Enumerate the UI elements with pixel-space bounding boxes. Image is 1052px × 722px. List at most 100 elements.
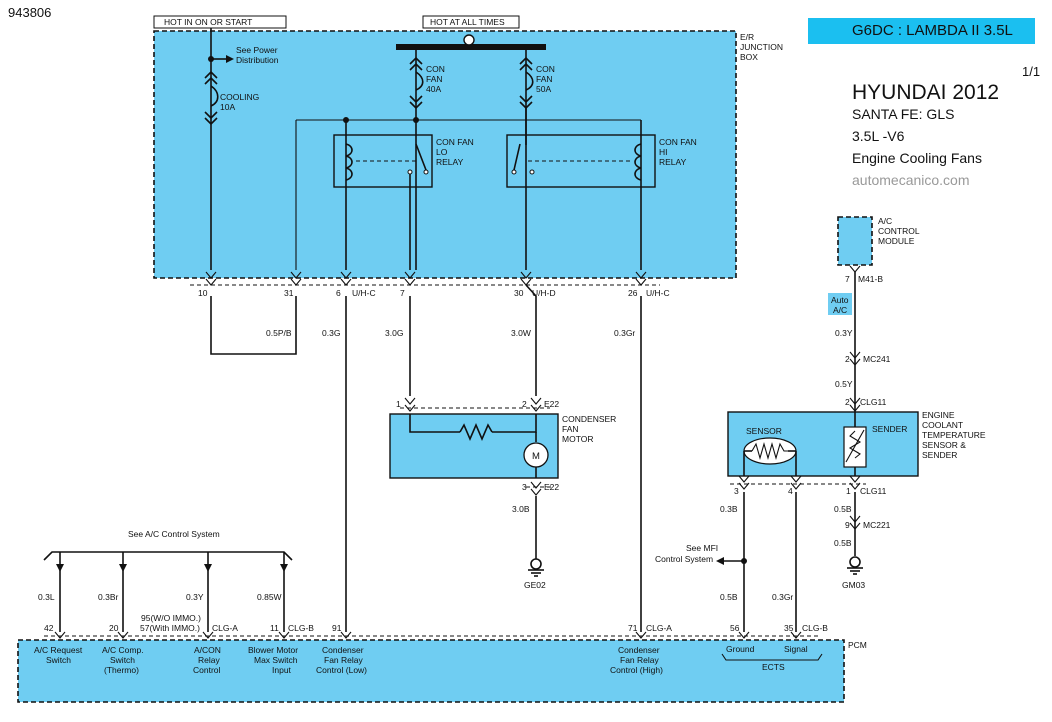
wire-03b-label: 0.3B bbox=[720, 504, 738, 514]
pcm-pin-95-label-1: 95(W/O IMMO.) bbox=[141, 613, 201, 623]
pcm-connector-chevrons bbox=[54, 631, 802, 639]
lo-relay-label-2: LO bbox=[436, 147, 448, 157]
auto-ac-tag bbox=[828, 293, 852, 315]
ects-bracket bbox=[721, 653, 823, 661]
con-fan-50a-label-1: CON bbox=[536, 64, 555, 74]
lo-relay-label-3: RELAY bbox=[436, 157, 464, 167]
condenser-motor-label-3: MOTOR bbox=[562, 434, 593, 444]
sensor-label: SENSOR bbox=[746, 426, 782, 436]
pin-30-label: 30 bbox=[514, 288, 524, 298]
wire-30w-label: 3.0W bbox=[511, 328, 531, 338]
ground-ge02-icon bbox=[528, 558, 544, 577]
mc241-label: MC241 bbox=[863, 354, 891, 364]
pcm-cond-low-label-3: Control (Low) bbox=[316, 665, 367, 675]
pcm-pin-35-label: 35 bbox=[784, 623, 794, 633]
lo-relay-label-1: CON FAN bbox=[436, 137, 474, 147]
mc221-pin-label: 9 bbox=[845, 520, 850, 530]
ect-pin-3-label: 3 bbox=[734, 486, 739, 496]
title-system: Engine Cooling Fans bbox=[852, 150, 982, 166]
see-mfi-label-2: Control System bbox=[655, 554, 713, 564]
condenser-connector-bottom-label: E22 bbox=[544, 482, 559, 492]
pin-10-label: 10 bbox=[198, 288, 208, 298]
engine-badge: G6DC : LAMBDA II 3.5L bbox=[808, 18, 1035, 44]
condenser-pin-3-label: 3 bbox=[522, 482, 527, 492]
pcm-blower-label-1: Blower Motor bbox=[248, 645, 298, 655]
condenser-connector-top-label: E22 bbox=[544, 399, 559, 409]
pin-26-connector-label: U/H-C bbox=[646, 288, 670, 298]
con-fan-50a-label-2: FAN bbox=[536, 74, 553, 84]
clg11-top-label: CLG11 bbox=[860, 397, 887, 407]
ect-pin-4-label: 4 bbox=[788, 486, 793, 496]
pcm-label: PCM bbox=[848, 640, 867, 650]
hot-on-start-box bbox=[153, 15, 287, 29]
lo-relay-coil-icon bbox=[345, 143, 353, 181]
ac-control-module bbox=[837, 216, 873, 266]
pcm-ects-label: ECTS bbox=[762, 662, 785, 672]
pin-31-label: 31 bbox=[284, 288, 294, 298]
wire-03br-label: 0.3Br bbox=[98, 592, 118, 602]
pcm-ac-comp-label-1: A/C Comp. bbox=[102, 645, 144, 655]
auto-ac-label-1: Auto bbox=[831, 295, 849, 305]
mc241-pin-label: 2 bbox=[845, 354, 850, 364]
hot-on-start-label: HOT IN ON OR START bbox=[164, 17, 252, 27]
con-fan-hi-relay bbox=[506, 134, 656, 188]
cooling-fuse-label-2: 10A bbox=[220, 102, 235, 112]
pcm-cond-high-label-3: Control (High) bbox=[610, 665, 663, 675]
title-model: SANTA FE: GLS bbox=[852, 106, 955, 122]
pcm-pin-95-label-2: 57(With IMMO.) bbox=[140, 623, 200, 633]
ac-module-pin-7-label: 7 bbox=[845, 274, 850, 284]
ect-label-3: TEMPERATURE bbox=[922, 430, 986, 440]
con-fan-40a-label-1: CON bbox=[426, 64, 445, 74]
condenser-motor-label-2: FAN bbox=[562, 424, 579, 434]
wire-05b-a-label: 0.5B bbox=[834, 504, 852, 514]
engine-badge-text: G6DC : LAMBDA II 3.5L bbox=[852, 22, 1013, 39]
ground-gm03-icon bbox=[847, 556, 863, 575]
ect-label-2: COOLANT bbox=[922, 420, 963, 430]
pcm-box bbox=[17, 639, 845, 703]
clg11-bottom-label: CLG11 bbox=[860, 486, 887, 496]
pin-6-connector-label: U/H-C bbox=[352, 288, 376, 298]
ground-ge02-label: GE02 bbox=[524, 580, 546, 590]
pcm-clgb-1-label: CLG-B bbox=[288, 623, 314, 633]
ac-module-connector-label: M41-B bbox=[858, 274, 883, 284]
condenser-motor-label-1: CONDENSER bbox=[562, 414, 616, 424]
pcm-blower-label-2: Max Switch bbox=[254, 655, 298, 665]
wire-03y-label: 0.3Y bbox=[835, 328, 853, 338]
pcm-ac-comp-label-3: (Thermo) bbox=[104, 665, 139, 675]
ect-label-1: ENGINE bbox=[922, 410, 955, 420]
con-fan-40a-label-3: 40A bbox=[426, 84, 441, 94]
junction-box-label-2: JUNCTION bbox=[740, 42, 783, 52]
see-power-label-2: Distribution bbox=[236, 55, 279, 65]
ect-label-4: SENSOR & bbox=[922, 440, 966, 450]
cooling-fuse-label-1: COOLING bbox=[220, 92, 259, 102]
see-mfi-label-1: See MFI bbox=[686, 543, 718, 553]
hot-all-times-box bbox=[422, 15, 520, 29]
busbar bbox=[396, 44, 546, 50]
con-fan-40a-fuse-icon bbox=[409, 56, 424, 110]
wire-30g-label: 3.0G bbox=[385, 328, 403, 338]
busbar-node bbox=[463, 34, 475, 46]
pin-6-label: 6 bbox=[336, 288, 341, 298]
wire-30b-label: 3.0B bbox=[512, 504, 530, 514]
pcm-cond-low-label-1: Condenser bbox=[322, 645, 364, 655]
pin-30-connector-label: U/H-D bbox=[532, 288, 556, 298]
hot-all-times-label: HOT AT ALL TIMES bbox=[430, 17, 505, 27]
hi-relay-label-2: HI bbox=[659, 147, 668, 157]
pcm-pin-20-label: 20 bbox=[109, 623, 119, 633]
pcm-pin-42-label: 42 bbox=[44, 623, 54, 633]
pin-26-label: 26 bbox=[628, 288, 638, 298]
pcm-acon-label-2: Relay bbox=[198, 655, 220, 665]
condenser-pin-2-label: 2 bbox=[522, 399, 527, 409]
junction-box-label-1: E/R bbox=[740, 32, 754, 42]
motor-symbol-label: M bbox=[532, 451, 540, 462]
wire-085w-label: 0.85W bbox=[257, 592, 282, 602]
pcm-ground-label: Ground bbox=[726, 644, 755, 654]
resistor-icon bbox=[459, 422, 493, 442]
hi-relay-coil-icon bbox=[634, 143, 642, 181]
pcm-acon-label-1: A/CON bbox=[194, 645, 221, 655]
wire-05y-label: 0.5Y bbox=[835, 379, 853, 389]
pcm-clga-1-label: CLG-A bbox=[212, 623, 238, 633]
wire-05b-b-label: 0.5B bbox=[834, 538, 852, 548]
pin-7-label: 7 bbox=[400, 288, 405, 298]
